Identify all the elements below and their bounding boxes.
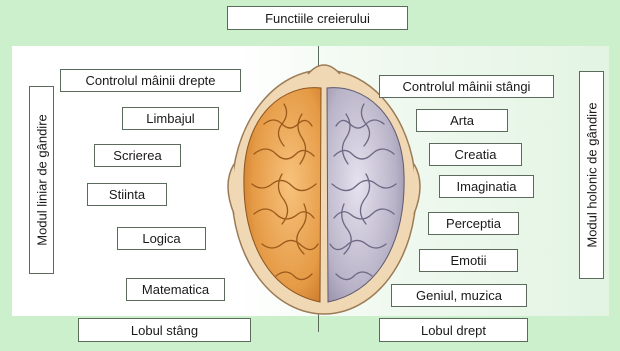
left-item-label: Scrierea xyxy=(113,149,161,162)
right-item-label: Creatia xyxy=(455,148,497,161)
right-item-label: Imaginatia xyxy=(457,180,517,193)
title-text: Functiile creierului xyxy=(265,12,370,25)
right-item-creation: Creatia xyxy=(429,143,522,166)
left-item-language: Limbajul xyxy=(122,107,219,130)
left-item-writing: Scrierea xyxy=(94,144,181,167)
nose-shape xyxy=(308,65,340,74)
right-lobe-label: Lobul drept xyxy=(421,324,486,337)
right-item-label: Perceptia xyxy=(446,217,501,230)
left-ear-shape xyxy=(228,164,234,214)
left-item-label: Logica xyxy=(142,232,180,245)
right-item-emotions: Emotii xyxy=(419,249,518,272)
left-item-mathematics: Matematica xyxy=(126,278,225,301)
title-box: Functiile creierului xyxy=(227,6,408,30)
left-lobe-label-box: Lobul stâng xyxy=(78,318,251,342)
left-item-label: Stiinta xyxy=(109,188,145,201)
right-lobe-label-box: Lobul drept xyxy=(379,318,528,342)
left-item-label: Matematica xyxy=(142,283,209,296)
right-item-label: Emotii xyxy=(450,254,486,267)
left-item-science: Stiinta xyxy=(87,183,167,206)
left-thinking-mode-label: Modul liniar de gândire xyxy=(34,114,49,246)
right-item-left-hand-control: Controlul mâinii stângi xyxy=(379,75,554,98)
left-item-label: Controlul mâinii drepte xyxy=(85,74,215,87)
left-item-right-hand-control: Controlul mâinii drepte xyxy=(60,69,241,92)
left-item-logic: Logica xyxy=(117,227,206,250)
right-ear-shape xyxy=(414,164,420,214)
left-lobe-label: Lobul stâng xyxy=(131,324,198,337)
right-item-label: Geniul, muzica xyxy=(416,289,502,302)
right-item-genius-music: Geniul, muzica xyxy=(391,284,527,307)
right-item-label: Arta xyxy=(450,114,474,127)
right-thinking-mode-box: Modul holonic de gândire xyxy=(579,71,604,279)
left-thinking-mode-box: Modul liniar de gândire xyxy=(29,86,54,274)
right-thinking-mode-label: Modul holonic de gândire xyxy=(584,102,599,247)
right-item-art: Arta xyxy=(416,109,508,132)
right-item-label: Controlul mâinii stângi xyxy=(403,80,531,93)
right-item-imagination: Imaginatia xyxy=(439,175,534,198)
left-item-label: Limbajul xyxy=(146,112,194,125)
right-item-perception: Perceptia xyxy=(428,212,519,235)
